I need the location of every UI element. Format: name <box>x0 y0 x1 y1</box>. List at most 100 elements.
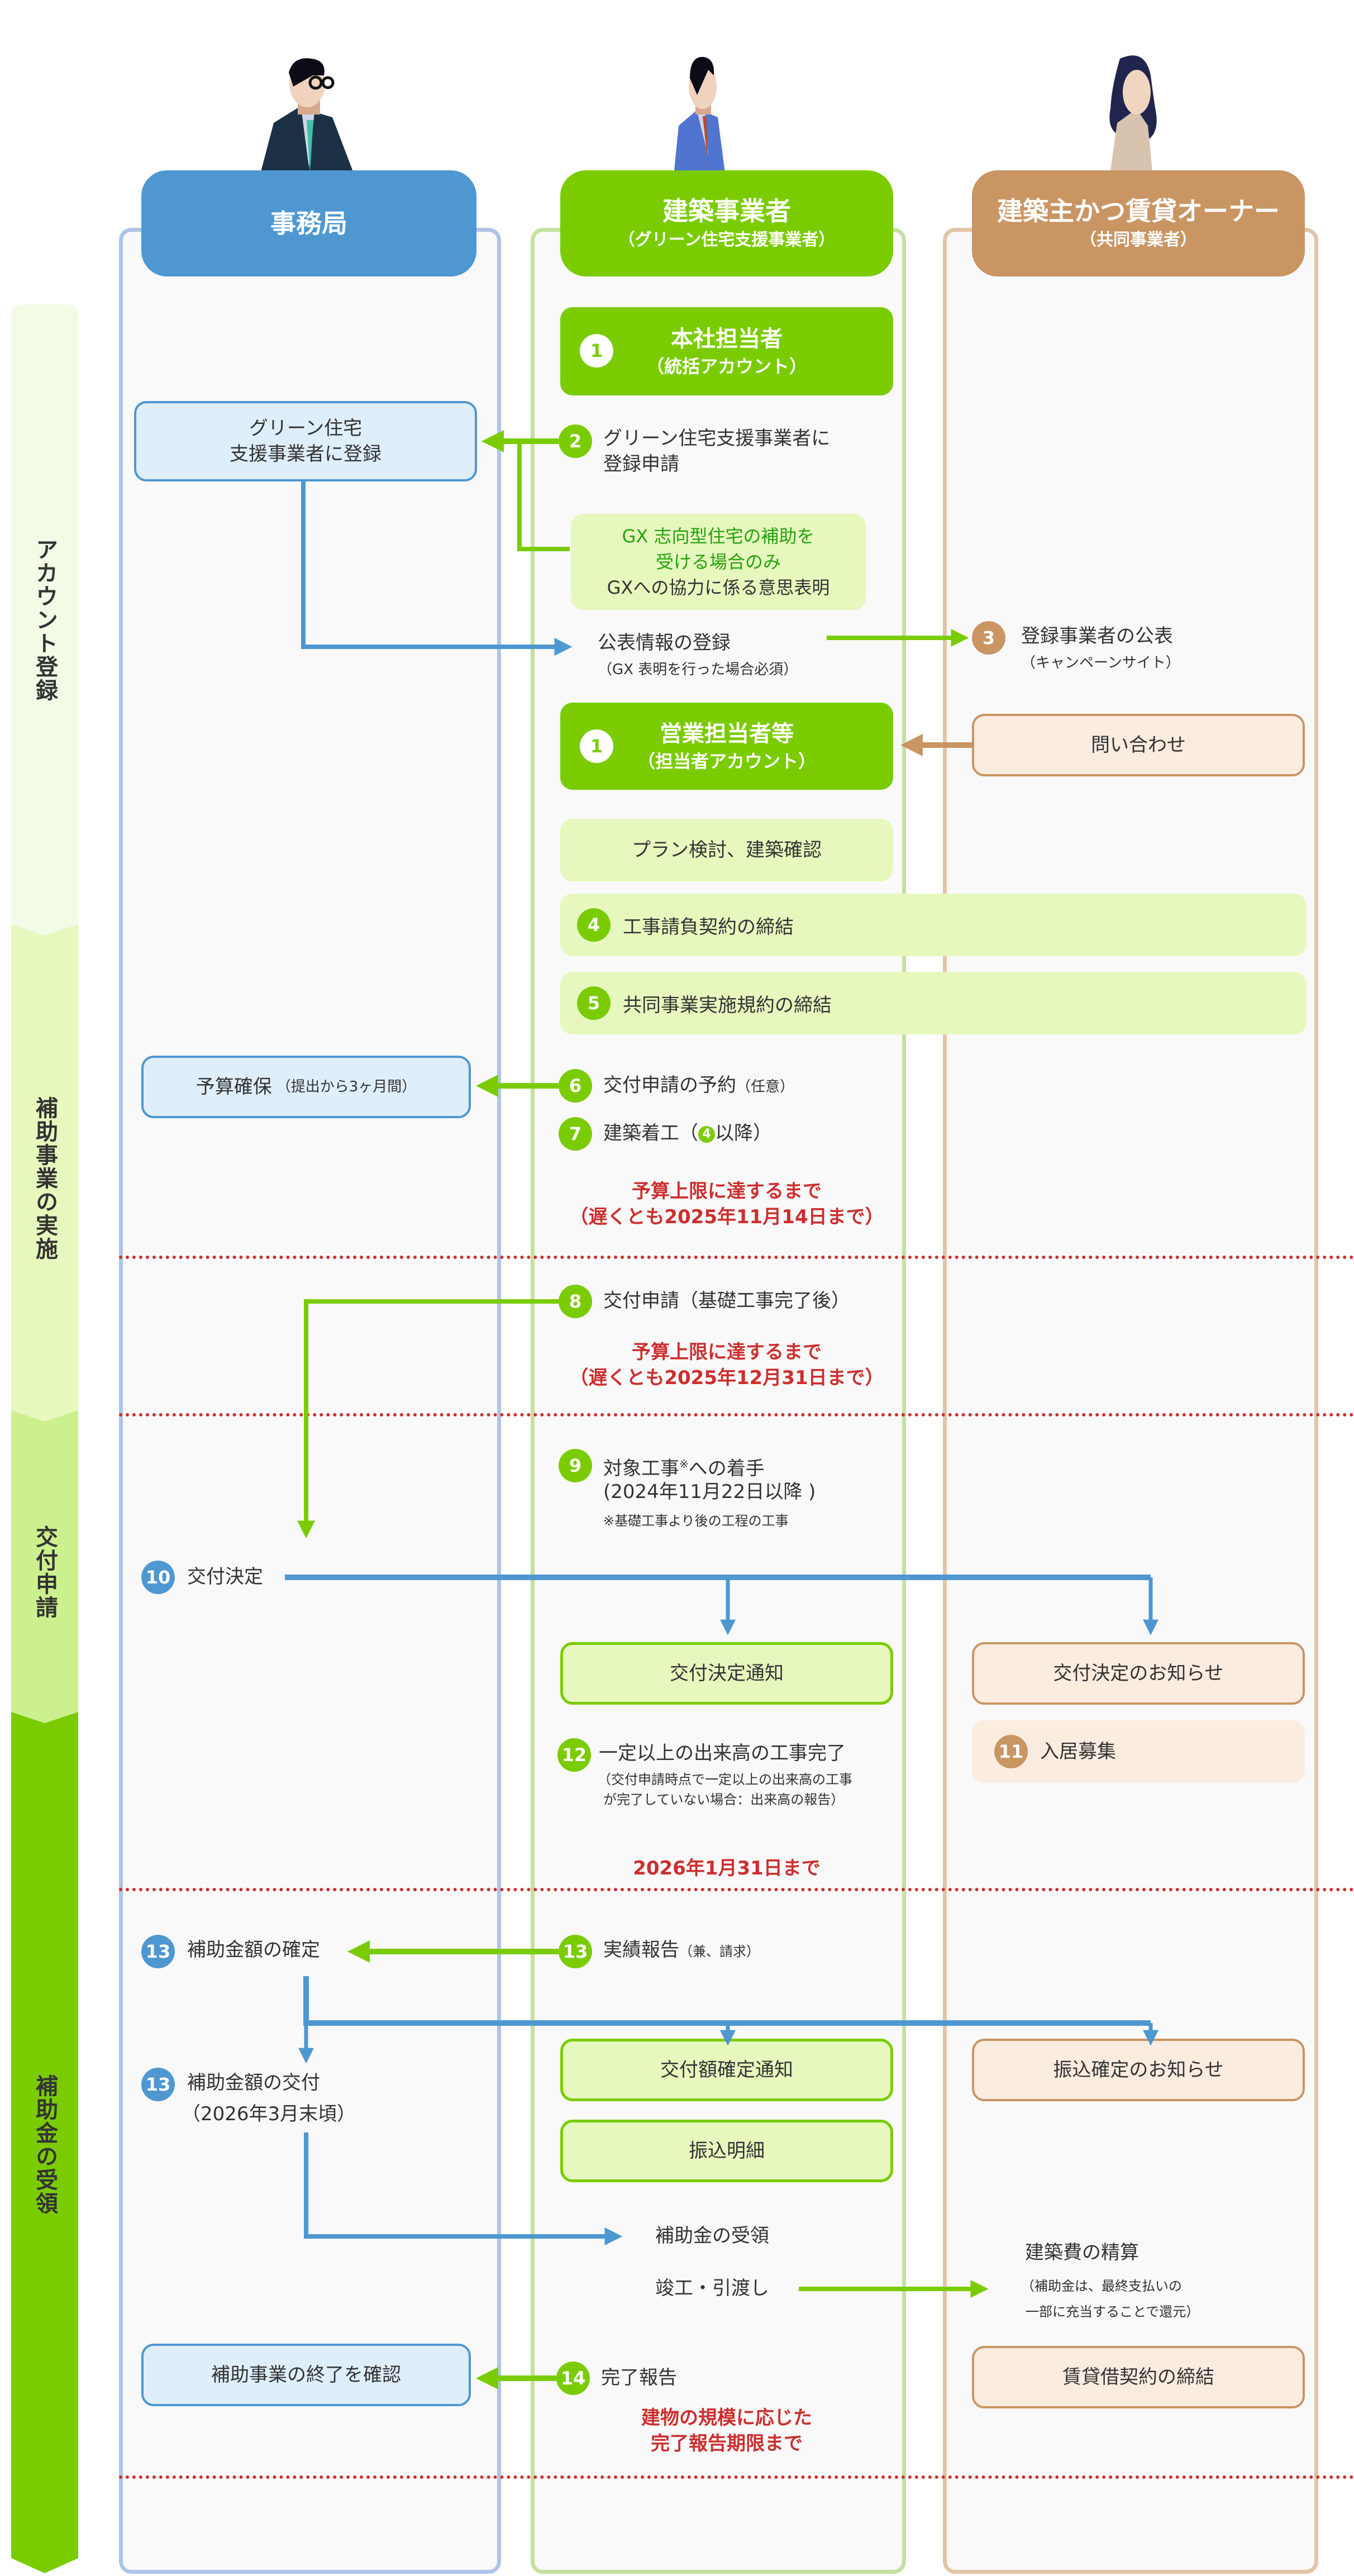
budget-box: 予算確保（提出から3ヶ月間） <box>141 1056 471 1118</box>
phase-bg-implementation <box>11 924 78 1421</box>
owner-illustration <box>1109 55 1157 183</box>
step-3-note: （キャンペーンサイト） <box>1021 655 1180 671</box>
deadline-4-line2: 完了報告期限まで <box>651 2432 803 2455</box>
amount-notice-label: 交付額確定通知 <box>660 2059 793 2081</box>
step-6-note: （任意） <box>736 1079 795 1095</box>
ref-badge-4: 4 <box>698 1125 715 1143</box>
step-12-text: 一定以上の出来高の工事完了 <box>599 1742 846 1764</box>
step-badge-8: 8 <box>559 1285 592 1318</box>
amount-notice-box: 交付額確定通知 <box>560 2039 893 2101</box>
phase-bar <box>11 304 78 2573</box>
step-badge-14: 14 <box>556 2362 590 2395</box>
receive-text: 補助金の受領 <box>655 2225 769 2247</box>
step-badge-13-confirm: 13 <box>141 1935 175 1968</box>
public-info-title: 公表情報の登録 <box>598 632 731 654</box>
end-confirm-label: 補助事業の終了を確認 <box>211 2364 401 2386</box>
step-badge-13-pay: 13 <box>141 2068 175 2101</box>
deadline-3: 2026年1月31日まで <box>633 1857 821 1879</box>
phase-bg-receipt <box>11 1712 78 2573</box>
column-office-body <box>119 228 501 2574</box>
owner-decision-notice-box: 交付決定のお知らせ <box>972 1642 1305 1705</box>
column-header-owner-subtitle: （共同事業者） <box>1080 230 1197 250</box>
step-9-label-pre: 対象工事 <box>603 1457 679 1480</box>
sales-account-box: 営業担当者等 （担当者アカウント） <box>560 703 893 790</box>
step-13-confirm-text: 補助金額の確定 <box>187 1939 320 1961</box>
phase-account-label: アカウント登録 <box>32 538 58 702</box>
step-12-note2: が完了していない場合：出来高の報告） <box>603 1792 845 1807</box>
step-6-label: 交付申請の予約 <box>603 1074 736 1096</box>
office-register-box: グリーン住宅 支援事業者に登録 <box>134 401 477 481</box>
deadline-divider <box>119 2475 1354 2479</box>
settlement-note2: 一部に充当することで還元） <box>1026 2304 1200 2320</box>
deadline-4: 建物の規模に応じた完了報告期限まで <box>560 2405 893 2456</box>
joint-agreement-row: 5 共同事業実施規約の締結 <box>560 972 1307 1034</box>
step-2-text: グリーン住宅支援事業者に登録申請 <box>603 426 830 477</box>
step-badge-12: 12 <box>557 1738 591 1772</box>
step-badge-11: 11 <box>994 1735 1028 1768</box>
gx-note-box: GX 志向型住宅の補助を 受ける場合のみ GXへの協力に係る意思表明 <box>571 514 866 610</box>
column-header-builder-subtitle: （グリーン住宅支援事業者） <box>618 230 836 250</box>
owner-transfer-notice-label: 振込確定のお知らせ <box>1053 2059 1224 2081</box>
column-header-builder-title: 建築事業者 <box>662 196 791 226</box>
deadline-divider <box>119 1888 1354 1891</box>
lease-contract-box: 賃貸借契約の締結 <box>972 2346 1305 2408</box>
step-7-label-pre: 建築着工（ <box>603 1122 698 1144</box>
owner-transfer-notice-box: 振込確定のお知らせ <box>972 2039 1305 2101</box>
sales-account-sub: （担当者アカウント） <box>637 751 816 772</box>
phase-application-label: 交付申請 <box>32 1525 58 1619</box>
step-9-text: 対象工事※への着手 <box>603 1451 765 1481</box>
step-2-line2: 登録申請 <box>603 453 679 475</box>
step-5-label: 共同事業実施規約の締結 <box>623 994 832 1017</box>
budget-note: （提出から3ヶ月間） <box>276 1079 417 1095</box>
deadline-divider <box>119 1256 1354 1259</box>
step-badge-13-report: 13 <box>559 1935 592 1968</box>
contract-row: 4 工事請負契約の締結 <box>560 894 1307 956</box>
step-badge-2: 2 <box>559 424 592 458</box>
builder-staff-illustration <box>673 56 726 182</box>
handover-text: 竣工・引渡し <box>655 2277 769 2300</box>
public-info-note: （GX 表明を行った場合必須） <box>598 661 798 678</box>
deadline-divider <box>119 1413 1354 1416</box>
gx-note-line3: GXへの協力に係る意思表明 <box>607 577 830 598</box>
step-badge-3: 3 <box>972 621 1005 655</box>
owner-decision-notice-label: 交付決定のお知らせ <box>1053 1662 1224 1685</box>
deadline-1: 予算上限に達するまで （遅くとも2025年11月14日まで） <box>560 1179 893 1230</box>
step-badge-10: 10 <box>141 1561 175 1594</box>
end-confirm-box: 補助事業の終了を確認 <box>141 2344 471 2406</box>
column-builder-body <box>531 228 906 2574</box>
step-14-text: 完了報告 <box>601 2367 677 2389</box>
step-13-report-label: 実績報告 <box>603 1939 679 1961</box>
step-6-text: 交付申請の予約（任意） <box>603 1072 794 1100</box>
step-12-note1: （交付申請時点で一定以上の出来高の工事 <box>598 1772 852 1787</box>
head-office-account-title: 本社担当者 <box>671 326 783 352</box>
deadline-1-line2: （遅くとも2025年11月14日まで） <box>569 1206 884 1228</box>
phase-receipt-label: 補助金の受領 <box>32 2074 58 2215</box>
step-badge-4: 4 <box>577 908 611 942</box>
phase-implementation-label: 補助事業の実施 <box>32 1096 58 1261</box>
step-4-label: 工事請負契約の締結 <box>623 915 794 938</box>
step-13-report-note: （兼、請求） <box>679 1944 760 1959</box>
phase-bg-account <box>11 304 78 936</box>
step-badge-6: 6 <box>559 1069 592 1103</box>
gx-note-line2: 受ける場合のみ <box>655 551 781 573</box>
column-header-owner: 建築主かつ賃貸オーナー （共同事業者） <box>972 170 1305 276</box>
phase-application: 交付申請 <box>11 1421 78 1723</box>
step-2-line1: グリーン住宅支援事業者に <box>603 427 831 450</box>
head-office-account-sub: （統括アカウント） <box>646 356 807 377</box>
deadline-2-line2: （遅くとも2025年12月31日まで） <box>569 1367 884 1389</box>
step-10-text: 交付決定 <box>187 1566 263 1588</box>
deadline-1-line1: 予算上限に達するまで <box>632 1180 822 1203</box>
step-badge-9: 9 <box>559 1449 592 1482</box>
phase-bg-application <box>11 1410 78 1723</box>
step-12-note: （交付申請時点で一定以上の出来高の工事が完了していない場合：出来高の報告） <box>598 1769 852 1810</box>
gx-note-line1: GX 志向型住宅の補助を <box>622 526 815 547</box>
tenant-recruitment-row: 11 入居募集 <box>994 1735 1116 1768</box>
step-11-label: 入居募集 <box>1040 1740 1116 1763</box>
settlement-title: 建築費の精算 <box>1025 2241 1139 2264</box>
column-header-office-title: 事務局 <box>270 208 347 238</box>
step-9-note: ※基礎工事より後の工程の工事 <box>603 1513 789 1529</box>
sales-account-title: 営業担当者等 <box>660 721 794 747</box>
office-register-line2: 支援事業者に登録 <box>230 443 382 465</box>
transfer-detail-box: 振込明細 <box>560 2120 893 2182</box>
decision-notice-label: 交付決定通知 <box>670 1662 784 1685</box>
